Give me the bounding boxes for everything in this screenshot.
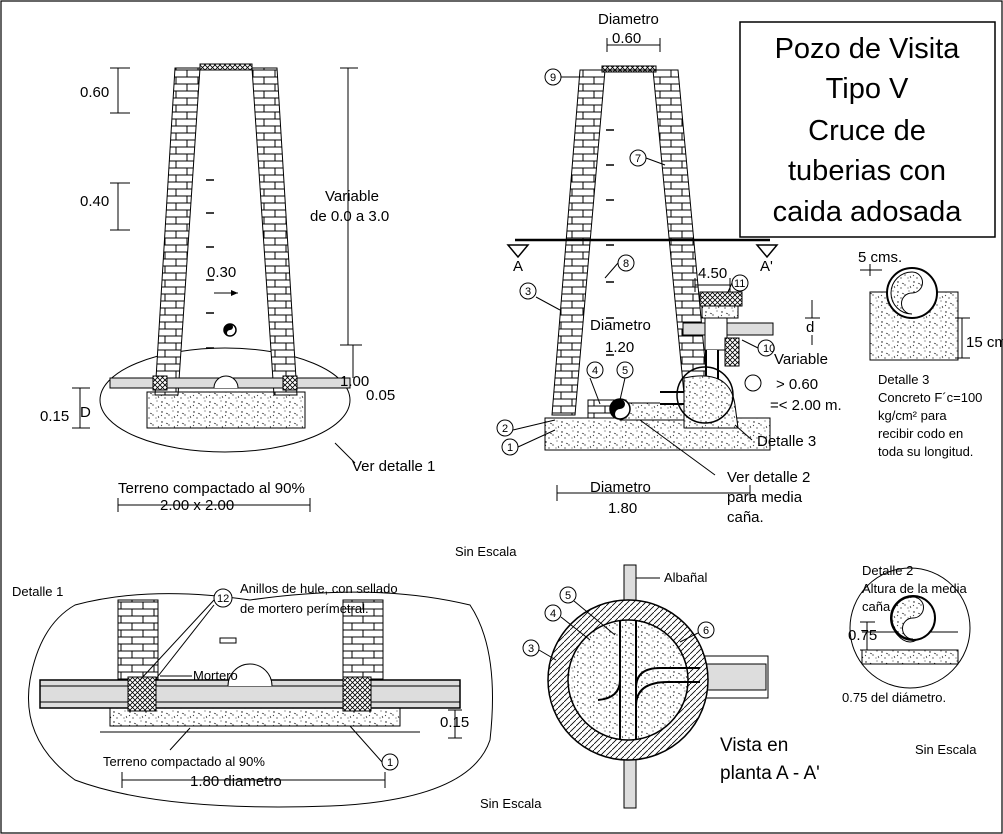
plan-callout-5: 5 [565, 590, 571, 602]
detail2-dim-075: 0.75 [848, 627, 877, 644]
callout-2: 2 [502, 423, 508, 435]
center-elevation [496, 38, 820, 501]
detail3-desc-3: recibir codo en [878, 426, 963, 441]
plan-vista-line1: Vista en [720, 735, 788, 756]
plan-vista-line2: planta A - A' [720, 763, 820, 784]
left-dim-015: 0.15 [40, 408, 69, 425]
title-line-4: tuberias con [788, 155, 946, 187]
detail2-sin-escala: Sin Escala [915, 742, 977, 757]
center-variable-line2: > 0.60 [776, 376, 818, 393]
center-diametro-mid-value: 1.20 [605, 339, 634, 356]
center-diametro-base-label: Diametro [590, 479, 651, 496]
callout-7: 8 [623, 258, 629, 270]
detail2-desc-2: caña. [862, 599, 894, 614]
left-dim-d: D [80, 404, 91, 421]
left-dim-100: 1.00 [340, 373, 369, 390]
left-variable-line2: de 0.0 a 3.0 [310, 208, 389, 225]
callout-1: 1 [507, 442, 513, 454]
detail2-title: Detalle 2 [862, 563, 913, 578]
section-a-prime: A' [760, 258, 773, 275]
left-dim-005: 0.05 [366, 387, 395, 404]
detail3-title: Detalle 3 [878, 372, 929, 387]
center-diametro-mid-label: Diametro [590, 317, 651, 334]
callout-4: 4 [592, 365, 598, 377]
detail3-dim-5cms: 5 cms. [858, 249, 902, 266]
center-variable-line3: =< 2.00 m. [770, 397, 842, 414]
callout-9: 10 [763, 343, 775, 355]
title-block-frame [739, 21, 996, 238]
detail3-desc-1: Concreto F´c=100 [878, 390, 982, 405]
plan-callout-3: 3 [528, 643, 534, 655]
detail1-callout-12: 12 [217, 593, 229, 605]
detail-1-drawing [27, 588, 493, 808]
center-ver-detalle-2-line2: para media [727, 489, 803, 506]
center-detalle-3-ref: Detalle 3 [757, 433, 816, 450]
detail3-desc-2: kg/cm² para [878, 408, 947, 423]
detail1-title: Detalle 1 [12, 584, 63, 599]
left-dim-060: 0.60 [80, 84, 109, 101]
callout-4-top: 7 [635, 153, 641, 165]
center-dim-d: d [806, 319, 814, 336]
detail1-callout-1: 1 [387, 757, 393, 769]
detail1-mortero: Mortero [193, 668, 238, 683]
callout-5: 5 [622, 365, 628, 377]
detail1-terreno: Terreno compactado al 90% [103, 754, 265, 769]
plan-callout-6: 6 [703, 625, 709, 637]
detail2-desc-1: Altura de la media [862, 581, 968, 596]
center-ver-detalle-2-line3: caña. [727, 509, 764, 526]
left-dim-030: 0.30 [207, 264, 236, 281]
center-variable-line1: Variable [774, 351, 828, 368]
left-terreno: Terreno compactado al 90% [118, 480, 305, 497]
detail-3-drawing [860, 264, 970, 361]
plan-view-drawing [522, 564, 769, 809]
detail3-desc-4: toda su longitud. [878, 444, 973, 459]
center-sin-escala: Sin Escala [455, 544, 517, 559]
detail3-dim-15cms: 15 cms [966, 334, 1003, 351]
plan-albanal: Albañal [664, 570, 707, 585]
detail-2-drawing [849, 567, 971, 689]
detail1-anillos-line2: de mortero perímetral. [240, 601, 369, 616]
detail1-base-dim: 1.80 diametro [190, 773, 282, 790]
center-dim-450: 4.50 [698, 265, 727, 282]
section-a: A [513, 258, 523, 275]
center-diametro-top-label: Diametro [598, 11, 659, 28]
detail1-anillos-line1: Anillos de hule, con sellado [240, 581, 398, 596]
title-line-1: Pozo de Visita [775, 33, 961, 65]
left-ver-detalle-1: Ver detalle 1 [352, 458, 435, 475]
title-line-3: Cruce de [808, 115, 926, 147]
callout-8: 9 [550, 72, 556, 84]
detail2-note: 0.75 del diámetro. [842, 690, 946, 705]
detail1-dim-015: 0.15 [440, 714, 469, 731]
callout-3: 3 [525, 286, 531, 298]
left-dim-040: 0.40 [80, 193, 109, 210]
left-elevation [72, 63, 362, 512]
center-diametro-base-value: 1.80 [608, 500, 637, 517]
callout-10: 11 [734, 278, 745, 290]
center-diametro-top-value: 0.60 [612, 30, 641, 47]
center-ver-detalle-2-line1: Ver detalle 2 [727, 469, 810, 486]
title-line-2: Tipo V [826, 73, 909, 105]
left-base-dim: 2.00 x 2.00 [160, 497, 234, 514]
plan-callout-4: 4 [550, 608, 556, 620]
left-variable-line1: Variable [325, 188, 379, 205]
title-line-5: caida adosada [773, 196, 963, 228]
detail1-sin-escala: Sin Escala [480, 796, 542, 811]
